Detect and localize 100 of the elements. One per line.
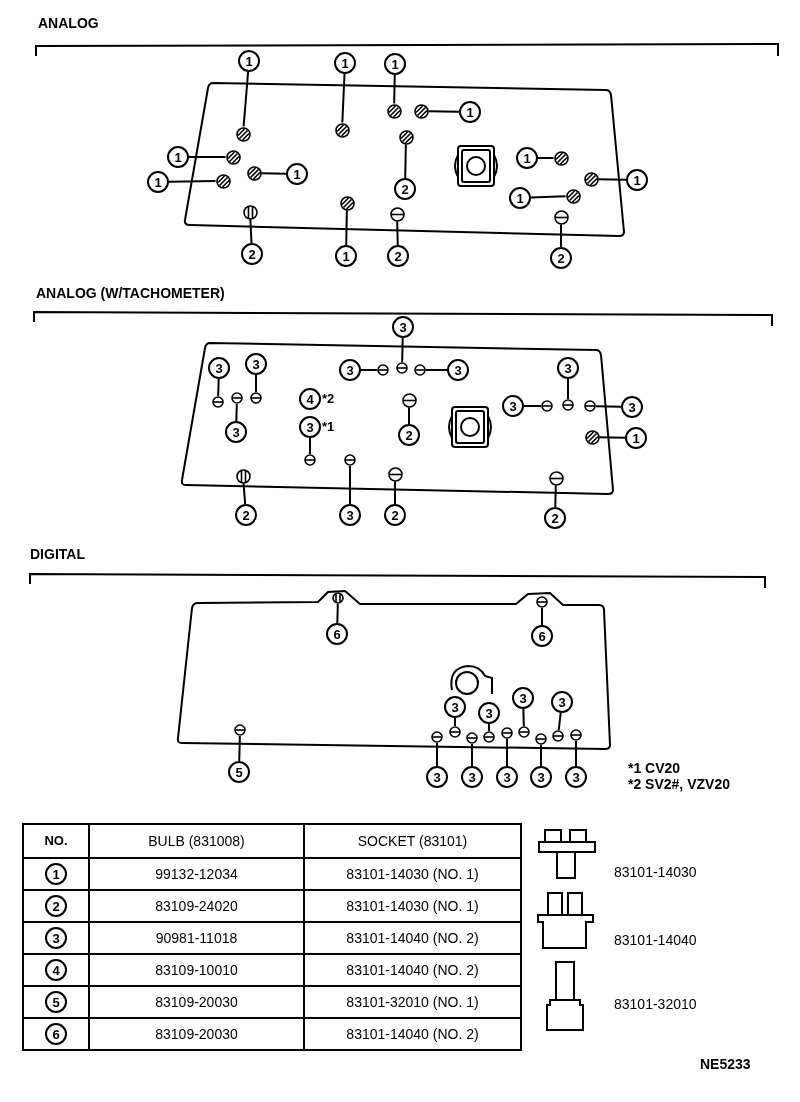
leader-line — [560, 223, 562, 248]
leader-line — [557, 711, 562, 732]
section-heading: ANALOG (W/TACHOMETER) — [36, 284, 225, 303]
leader-line — [235, 403, 238, 422]
callout-number: 3 — [426, 766, 448, 788]
leader-line — [349, 465, 351, 505]
callout-number: 1 — [335, 245, 357, 267]
bulb-socket — [413, 103, 429, 119]
bulb-socket — [518, 726, 530, 738]
bulb-socket — [584, 400, 596, 412]
part-number: 83101-14030 (NO. 1) — [346, 864, 479, 884]
bulb-socket — [584, 429, 600, 445]
callout-number: 3 — [208, 357, 230, 379]
callout-number: 1 — [625, 427, 647, 449]
leader-line — [168, 180, 217, 183]
bulb-socket — [212, 396, 224, 408]
callout-number: 3 — [339, 504, 361, 526]
callout-number: 3 — [225, 421, 247, 443]
bulb-socket — [250, 392, 262, 404]
leader-line — [427, 110, 460, 113]
bulb-socket — [398, 129, 414, 145]
bulb-socket — [225, 149, 241, 165]
callout-number: 2 — [384, 504, 406, 526]
callout-number: 3 — [339, 359, 361, 381]
circled-number: 1 — [45, 863, 67, 885]
bulb-socket — [583, 171, 599, 187]
bulb-socket — [396, 362, 408, 374]
callout-number: 2 — [387, 245, 409, 267]
callout-number: 1 — [509, 187, 531, 209]
part-number: 83101-14040 (NO. 2) — [346, 960, 479, 980]
callout-number: 2 — [241, 243, 263, 265]
bulb-socket — [339, 195, 355, 211]
bulb-socket — [246, 165, 262, 181]
bulb-socket — [565, 188, 581, 204]
bulb-socket — [552, 730, 564, 742]
footnote-mark: *2 — [322, 392, 335, 405]
bulb-socket — [389, 206, 405, 222]
part-number: 83101-32010 (NO. 1) — [346, 992, 479, 1012]
callout-number: 1 — [516, 147, 538, 169]
bulb-socket — [332, 592, 344, 604]
callout-number: 1 — [147, 171, 169, 193]
part-number: 83109-20030 — [155, 1024, 238, 1044]
leader-line — [554, 484, 557, 508]
bulb-socket — [541, 400, 553, 412]
leader-line — [436, 742, 438, 767]
leader-line — [567, 378, 569, 400]
leader-line — [242, 482, 247, 506]
part-number: 83101-14040 (NO. 2) — [346, 1024, 479, 1044]
bulb-socket — [235, 468, 251, 484]
note-text: *1 CV20 — [628, 759, 681, 778]
bulb-socket — [235, 126, 251, 142]
leader-line — [401, 337, 404, 363]
leader-line — [188, 156, 227, 158]
bulb-socket — [334, 122, 350, 138]
callout-number: 3 — [557, 357, 579, 379]
bulb-socket — [401, 392, 417, 408]
leader-line — [396, 220, 399, 246]
drawing-code: NE5233 — [700, 1055, 751, 1074]
callout-number: 3 — [245, 353, 267, 375]
leader-line — [309, 437, 311, 455]
table-header: SOCKET (83101) — [357, 831, 468, 851]
leader-line — [394, 480, 396, 505]
circled-number: 3 — [45, 927, 67, 949]
leader-line — [540, 744, 542, 767]
bulb-socket — [431, 731, 443, 743]
callout-number: 3 — [299, 416, 321, 438]
bulb-socket — [234, 724, 246, 736]
bulb-socket — [553, 150, 569, 166]
leader-line — [360, 369, 378, 371]
part-number: 83101-14030 — [614, 863, 697, 882]
callout-number: 3 — [392, 316, 414, 338]
leader-line — [471, 743, 473, 767]
bulb-socket — [536, 596, 548, 608]
leader-line — [597, 178, 627, 181]
callout-number: 1 — [384, 53, 406, 75]
leader-line — [260, 172, 287, 175]
part-number: 99132-12034 — [155, 864, 238, 884]
leader-line — [217, 378, 220, 397]
callout-number: 3 — [478, 702, 500, 724]
callout-number: 1 — [167, 146, 189, 168]
part-number: 90981-11018 — [155, 928, 238, 948]
bulb-socket — [377, 364, 389, 376]
leader-line — [242, 70, 250, 128]
callout-number: 1 — [334, 52, 356, 74]
callout-number: 2 — [394, 178, 416, 200]
callout-number: 2 — [398, 424, 420, 446]
bulb-socket — [553, 209, 569, 225]
callout-number: 1 — [286, 163, 308, 185]
section-heading: ANALOG — [38, 14, 99, 33]
callout-number: 3 — [447, 359, 469, 381]
leader-line — [404, 143, 407, 179]
footnote-mark: *1 — [322, 420, 335, 433]
leader-line — [530, 195, 567, 199]
part-number: 83109-24020 — [155, 896, 238, 916]
part-number: 83101-14040 — [614, 931, 697, 950]
bulb-socket — [215, 173, 231, 189]
bulb-socket — [304, 454, 316, 466]
bulb-socket — [501, 727, 513, 739]
bulb-socket — [449, 726, 461, 738]
leader-line — [393, 74, 396, 105]
